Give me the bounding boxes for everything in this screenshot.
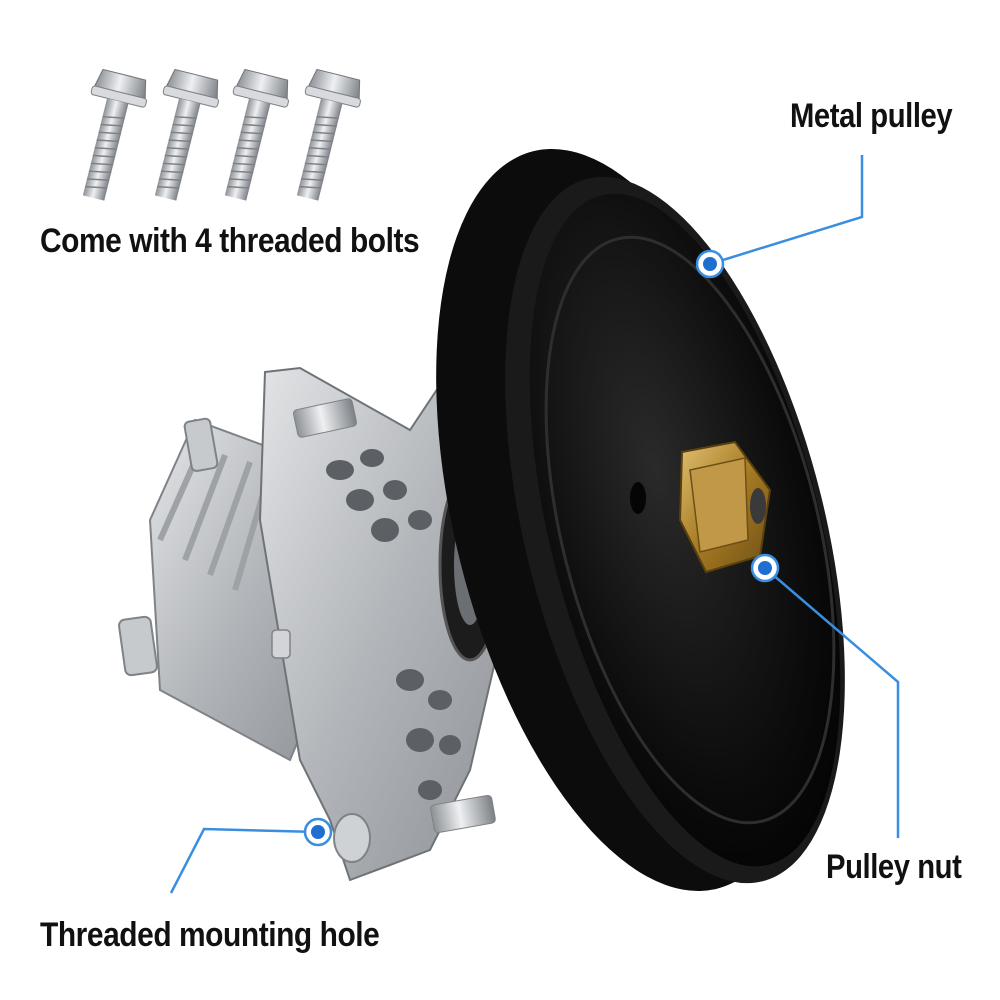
bolt-2 — [154, 68, 219, 201]
callout-mounting-hole — [169, 817, 333, 894]
mounting-hole-label: Threaded mounting hole — [40, 916, 380, 954]
bolts-caption: Come with 4 threaded bolts — [40, 222, 420, 260]
bolt-4 — [296, 68, 361, 201]
stud-top — [292, 398, 358, 438]
stud-bottom — [430, 794, 496, 834]
bolt-group — [82, 68, 361, 201]
callout-metal-pulley — [695, 155, 864, 279]
threaded-mounting-hole — [333, 813, 371, 863]
bolt-3 — [224, 68, 289, 201]
metal-pulley-label: Metal pulley — [790, 97, 953, 135]
bolt-1 — [82, 68, 147, 201]
callout-pulley-nut — [750, 553, 900, 838]
pulley-nut-label: Pulley nut — [826, 848, 962, 886]
